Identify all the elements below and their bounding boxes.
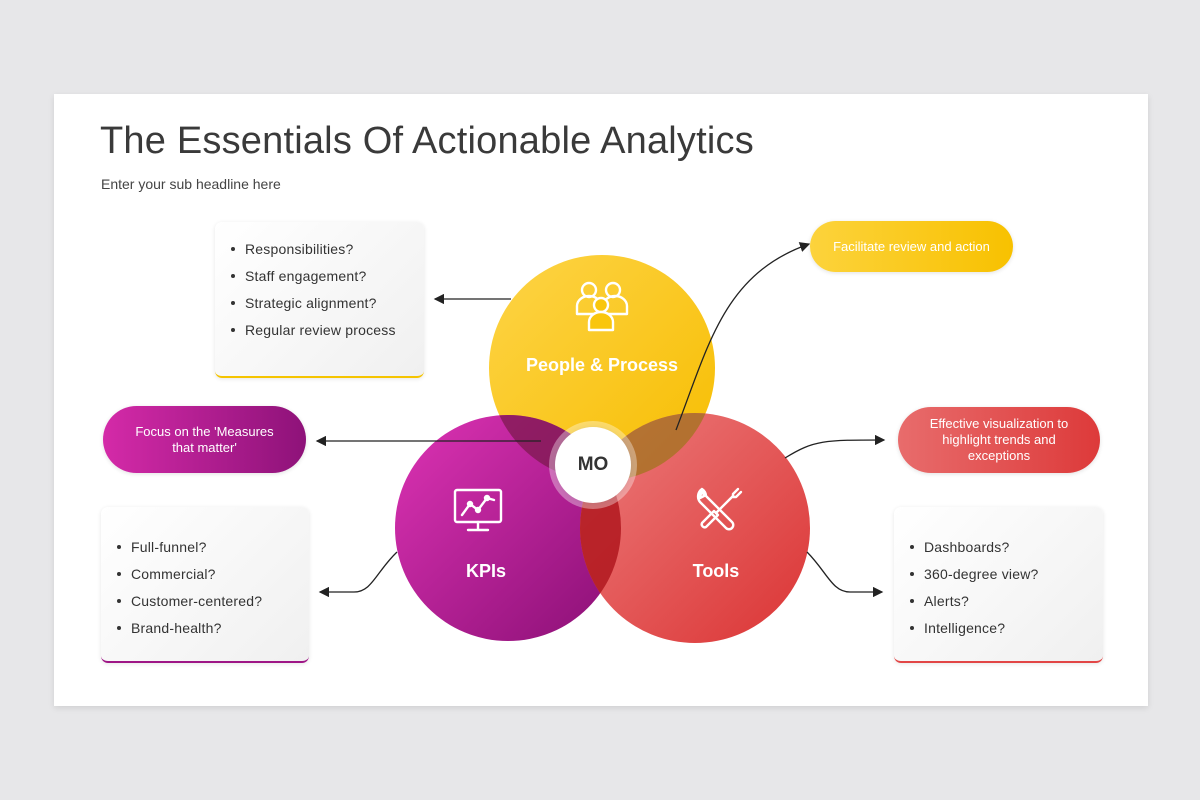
tools-questions-box: Dashboards? 360-degree view? Alerts? Int… bbox=[894, 507, 1103, 663]
list-item: Regular review process bbox=[231, 320, 412, 347]
people-process-label: People & Process bbox=[525, 355, 679, 375]
tools-icon bbox=[696, 487, 743, 531]
list-item: Commercial? bbox=[117, 564, 297, 591]
facilitate-pill: Facilitate review and action bbox=[810, 221, 1013, 272]
overlap-people-tools bbox=[580, 413, 715, 481]
list-item: 360-degree view? bbox=[910, 564, 1091, 591]
page-title: The Essentials Of Actionable Analytics bbox=[100, 120, 754, 162]
list-item: Alerts? bbox=[910, 591, 1091, 618]
focus-pill: Focus on the 'Measures that matter' bbox=[103, 406, 306, 473]
monitor-chart-icon bbox=[453, 488, 503, 532]
list-item: Full-funnel? bbox=[117, 537, 297, 564]
tools-label: Tools bbox=[692, 561, 740, 581]
connector-tools-list bbox=[806, 551, 884, 598]
list-item: Customer-centered? bbox=[117, 591, 297, 618]
page-subtitle: Enter your sub headline here bbox=[101, 176, 281, 192]
list-item: Intelligence? bbox=[910, 618, 1091, 645]
people-icon bbox=[575, 281, 629, 332]
effective-pill: Effective visualization to highlight tre… bbox=[898, 407, 1100, 473]
connector-effective bbox=[784, 434, 886, 459]
connector-kpis-list bbox=[318, 551, 398, 598]
list-item: Strategic alignment? bbox=[231, 293, 412, 320]
list-item: Brand-health? bbox=[117, 618, 297, 645]
list-item: Responsibilities? bbox=[231, 239, 412, 266]
kpis-questions-box: Full-funnel? Commercial? Customer-center… bbox=[101, 507, 309, 663]
slide: The Essentials Of Actionable Analytics E… bbox=[54, 94, 1148, 706]
people-questions-box: Responsibilities? Staff engagement? Stra… bbox=[215, 222, 424, 378]
tools-questions-list: Dashboards? 360-degree view? Alerts? Int… bbox=[908, 537, 1091, 645]
list-item: Dashboards? bbox=[910, 537, 1091, 564]
list-item: Staff engagement? bbox=[231, 266, 412, 293]
center-badge: MO bbox=[555, 427, 631, 503]
connector-facilitate bbox=[675, 242, 811, 431]
people-questions-list: Responsibilities? Staff engagement? Stra… bbox=[229, 239, 412, 347]
kpis-questions-list: Full-funnel? Commercial? Customer-center… bbox=[115, 537, 297, 645]
kpis-label: KPIs bbox=[465, 561, 507, 581]
